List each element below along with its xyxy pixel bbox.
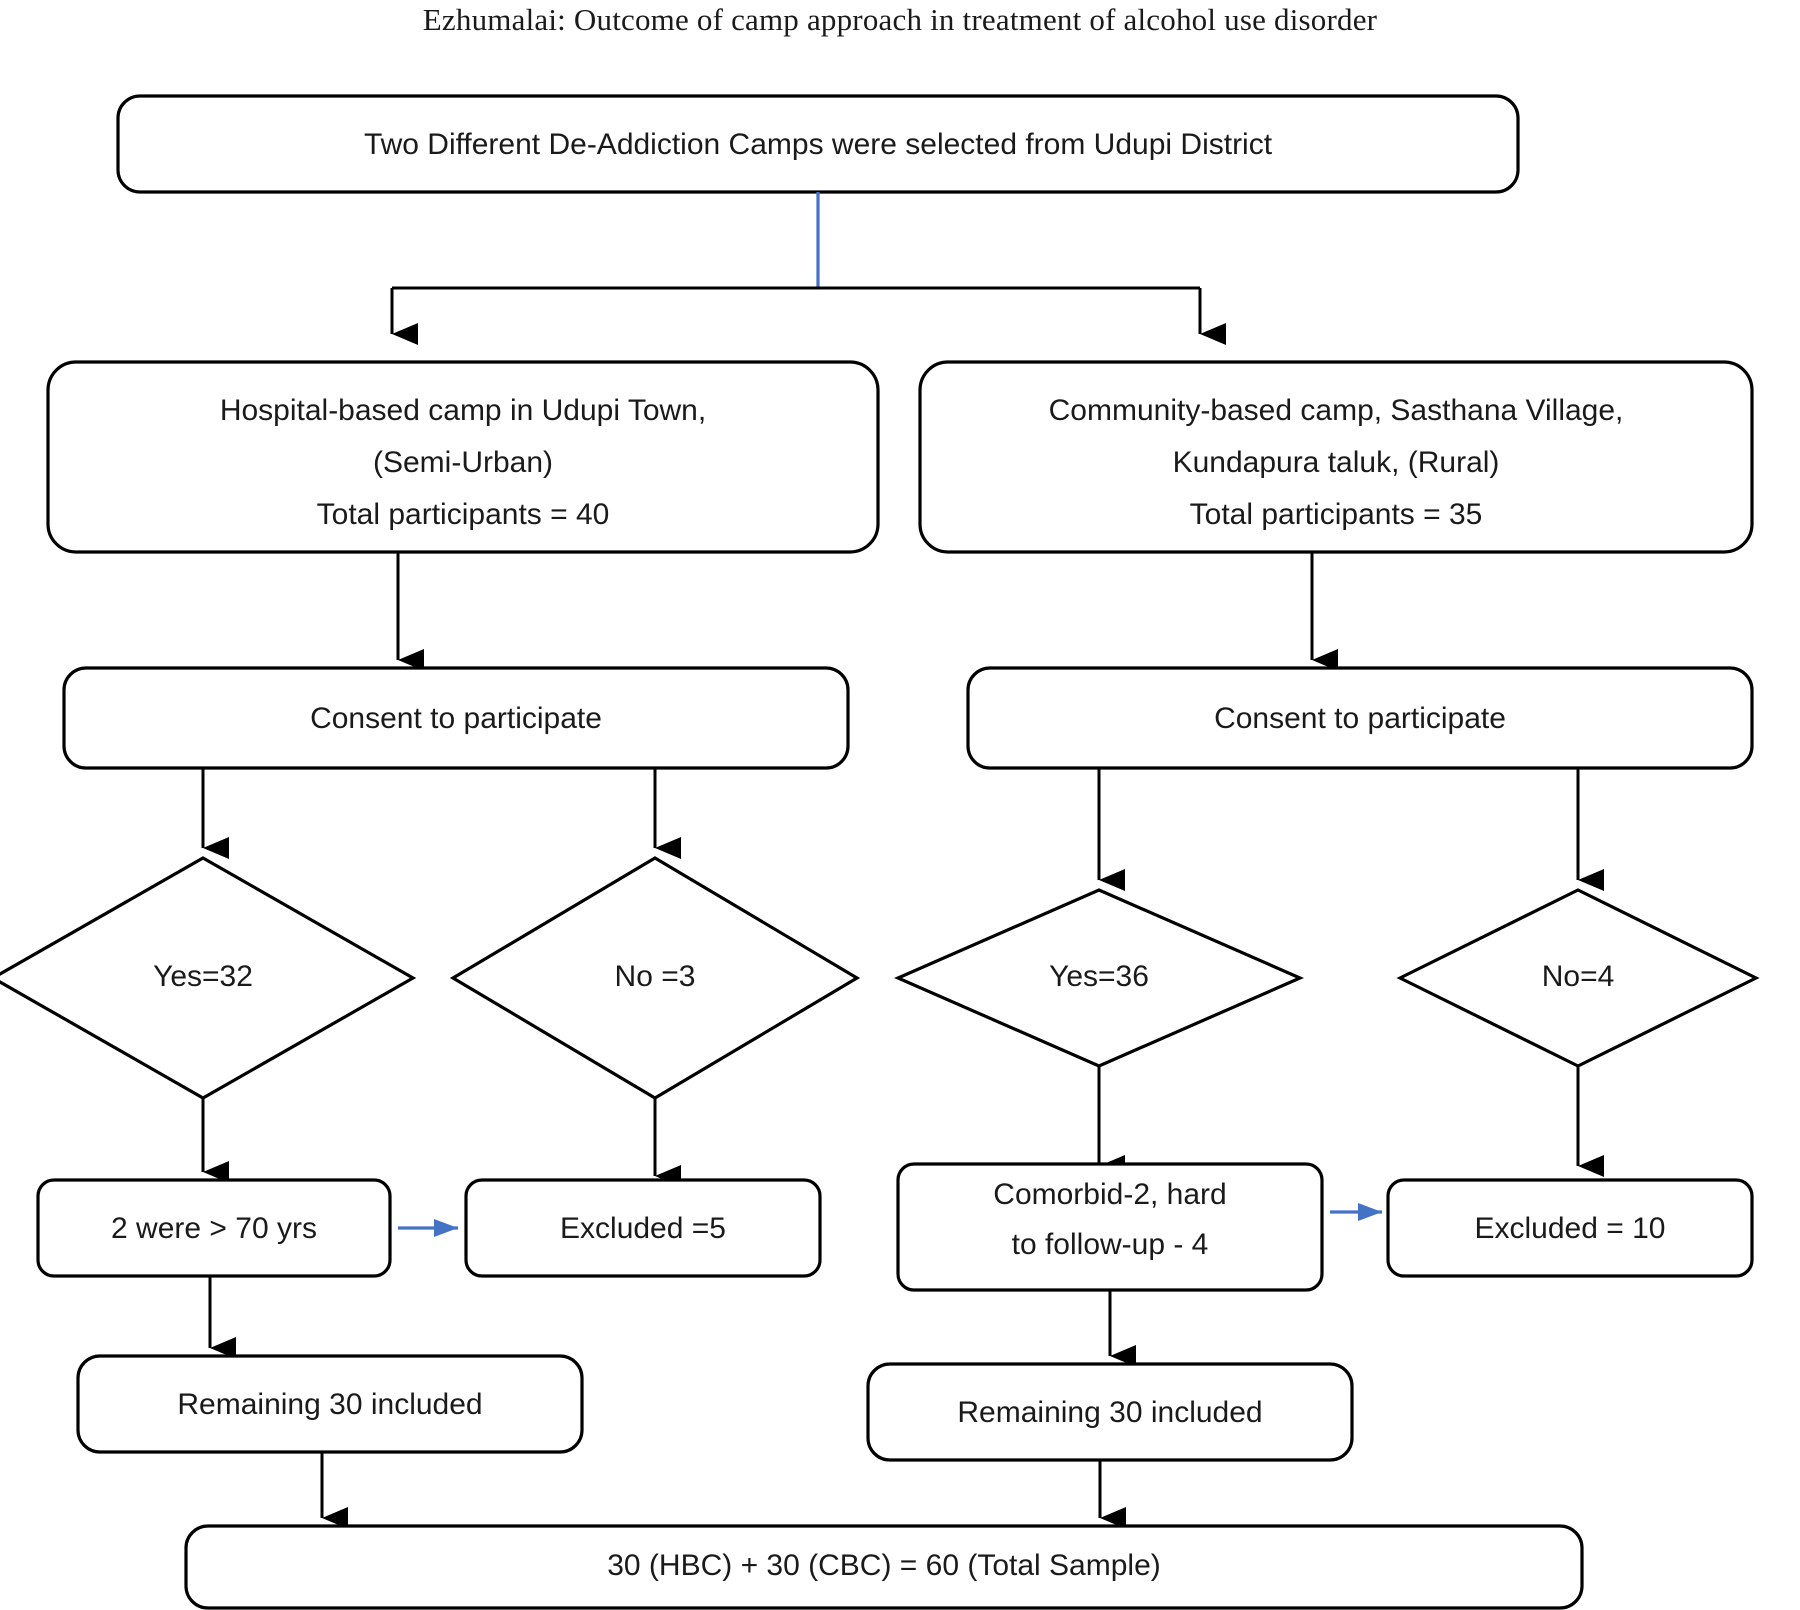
node-cbc: Community-based camp, Sasthana Village, …: [918, 360, 1754, 554]
node-comorbid-right-line1: Comorbid-2, hard: [993, 1178, 1226, 1211]
edge-root-split: [390, 192, 1226, 345]
node-cbc-line1: Community-based camp, Sasthana Village,: [1049, 394, 1624, 427]
page-title: Ezhumalai: Outcome of camp approach in t…: [422, 2, 1378, 37]
node-yes-right: Yes=36: [894, 888, 1304, 1068]
node-remaining-left-label: Remaining 30 included: [177, 1388, 482, 1421]
node-hbc-line2: (Semi-Urban): [373, 446, 553, 479]
node-total-shape: [184, 1524, 1584, 1610]
node-yes-left-label: Yes=32: [153, 960, 253, 993]
node-no-right-label: No=4: [1542, 960, 1615, 993]
node-consent-left-shape: [62, 666, 850, 770]
node-cbc-line3: Total participants = 35: [1190, 498, 1483, 531]
node-no-left: No =3: [449, 856, 861, 1100]
node-excluded-left-shape: [464, 1178, 822, 1278]
node-hbc: Hospital-based camp in Udupi Town, (Semi…: [46, 360, 880, 554]
node-no-left-label: No =3: [615, 960, 696, 993]
node-excluded-left: Excluded =5: [464, 1178, 822, 1278]
node-hbc-line3: Total participants = 40: [317, 498, 610, 531]
node-remaining-right: Remaining 30 included: [866, 1362, 1354, 1462]
node-excluded-left-label: Excluded =5: [560, 1212, 726, 1245]
node-yes-left: Yes=32: [0, 856, 417, 1100]
node-excluded-right: Excluded = 10: [1386, 1178, 1754, 1278]
node-comorbid-right: Comorbid-2, hard to follow-up - 4: [896, 1162, 1324, 1292]
node-consent-left: Consent to participate: [62, 666, 850, 770]
node-cbc-line2: Kundapura taluk, (Rural): [1173, 446, 1500, 479]
node-consent-right-shape: [966, 666, 1754, 770]
node-excluded-right-label: Excluded = 10: [1475, 1212, 1666, 1245]
node-age-left: 2 were > 70 yrs: [36, 1178, 392, 1278]
node-cbc-shape: [918, 360, 1754, 554]
node-remaining-right-label: Remaining 30 included: [957, 1396, 1262, 1429]
node-total: 30 (HBC) + 30 (CBC) = 60 (Total Sample): [184, 1524, 1584, 1610]
node-excluded-right-shape: [1386, 1178, 1754, 1278]
node-total-label: 30 (HBC) + 30 (CBC) = 60 (Total Sample): [607, 1549, 1161, 1582]
node-remaining-left-shape: [76, 1354, 584, 1454]
node-hbc-shape: [46, 360, 880, 554]
node-age-left-shape: [36, 1178, 392, 1278]
node-remaining-left: Remaining 30 included: [76, 1354, 584, 1454]
node-remaining-right-shape: [866, 1362, 1354, 1462]
node-root: Two Different De-Addiction Camps were se…: [116, 94, 1520, 194]
node-consent-right: Consent to participate: [966, 666, 1754, 770]
node-no-right: No=4: [1396, 888, 1760, 1068]
node-root-label: Two Different De-Addiction Camps were se…: [364, 128, 1273, 161]
node-consent-right-label: Consent to participate: [1214, 702, 1506, 735]
node-yes-right-label: Yes=36: [1049, 960, 1149, 993]
node-hbc-line1: Hospital-based camp in Udupi Town,: [220, 394, 706, 427]
node-age-left-label: 2 were > 70 yrs: [111, 1212, 317, 1245]
node-comorbid-right-line2: to follow-up - 4: [1012, 1228, 1209, 1261]
node-consent-left-label: Consent to participate: [310, 702, 602, 735]
